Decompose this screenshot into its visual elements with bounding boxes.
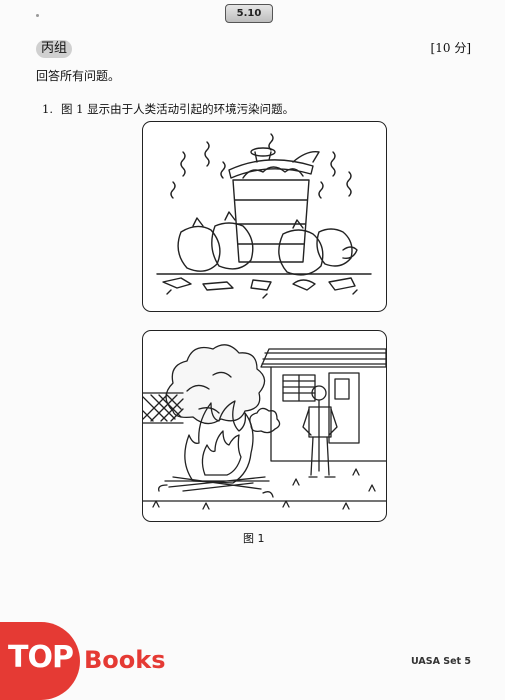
section-label: 丙组 [36,40,72,58]
corner-mark [36,14,39,17]
figure-panel-garbage [142,121,387,312]
open-burning-illustration [143,344,386,510]
question-1: 1. 图 1 显示由于人类活动引起的环境污染问题。 [42,101,294,117]
footer-set-label: UASA Set 5 [410,656,471,667]
question-number: 1. [42,102,53,116]
figure-panel-burning [142,330,387,522]
question-text: 图 1 显示由于人类活动引起的环境污染问题。 [60,102,295,116]
figure-caption: 图 1 [243,532,265,545]
section-marks: [10 分] [430,41,471,55]
logo-books-text: Books [84,646,166,674]
page-number-badge: 5.10 [225,4,273,23]
garbage-illustration [156,133,372,299]
logo-top-text: TOP [8,640,74,675]
instruction-text: 回答所有问题。 [36,69,121,83]
topbooks-watermark-logo: TOP Books [0,622,180,700]
logo-red-badge [0,622,80,700]
